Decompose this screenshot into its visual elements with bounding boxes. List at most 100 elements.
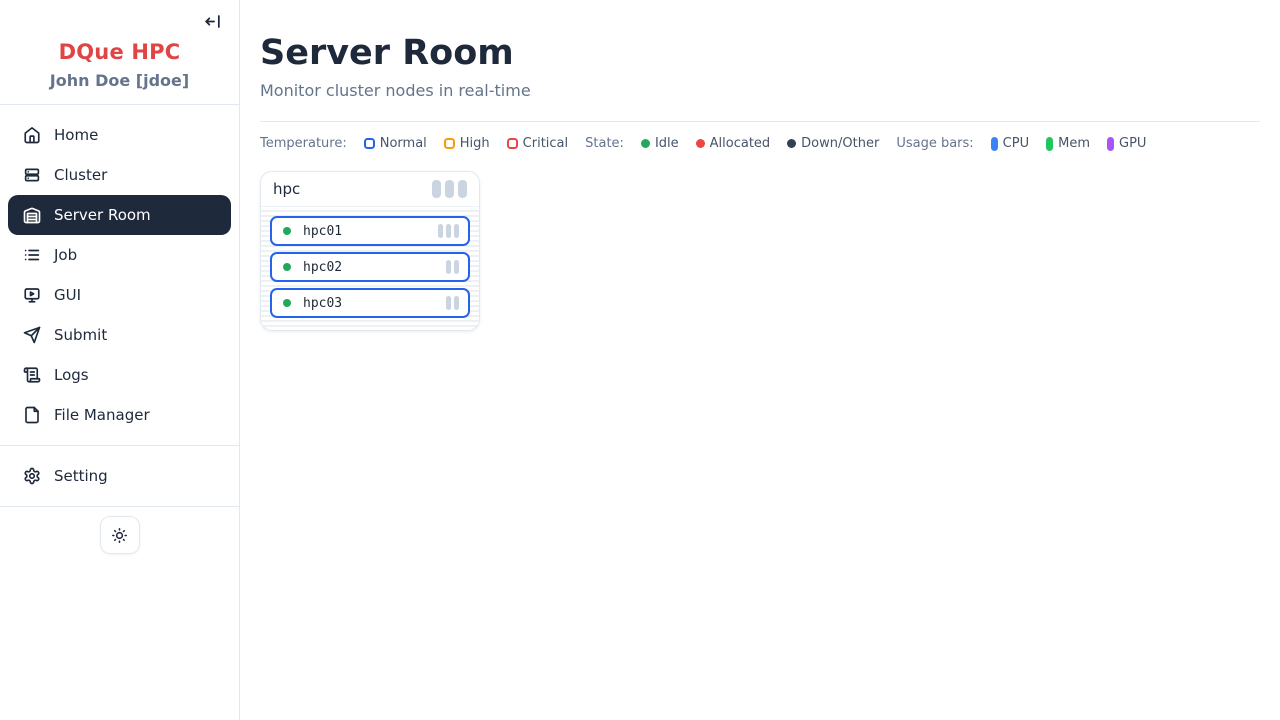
legend-item-label: Normal	[379, 136, 427, 151]
theme-toggle-row	[0, 507, 239, 554]
node-state-dot-icon	[283, 263, 291, 271]
sidebar-item-label: Setting	[54, 467, 108, 485]
usage-cpu-pill-icon	[990, 136, 998, 151]
node-name: hpc01	[303, 223, 343, 239]
sidebar-item-label: Submit	[54, 326, 108, 344]
node-state-dot-icon	[283, 299, 291, 307]
usage-bar	[454, 224, 459, 238]
temp-critical-swatch-icon	[506, 138, 518, 149]
temp-normal-swatch-icon	[363, 138, 375, 149]
node-name: hpc03	[303, 295, 343, 311]
usage-bar	[458, 180, 467, 198]
usage-bar	[446, 224, 451, 238]
sidebar-item-label: Home	[54, 126, 99, 144]
node-usage-bars	[446, 260, 459, 274]
sidebar-item-label: Server Room	[54, 206, 151, 224]
sidebar-settings-section: Setting	[0, 446, 239, 506]
temp-high-swatch-icon	[443, 138, 455, 149]
paper-plane-icon	[23, 326, 41, 344]
monitor-play-icon	[23, 286, 41, 304]
node-state-dot-icon	[283, 227, 291, 235]
node-usage-bars	[438, 224, 459, 238]
sidebar-item-server-room[interactable]: Server Room	[8, 195, 231, 235]
app-title: DQue HPC	[58, 40, 181, 64]
usage-bar	[438, 224, 443, 238]
legend-item: Idle	[640, 136, 679, 151]
legend-usage-label: Usage bars:	[896, 136, 974, 151]
sidebar-divider	[0, 506, 239, 507]
sidebar: DQue HPC John Doe [jdoe] Home Cluster	[0, 0, 240, 720]
sidebar-item-logs[interactable]: Logs	[8, 355, 231, 395]
legend-item-label: Mem	[1058, 136, 1090, 151]
page-title: Server Room	[260, 33, 514, 73]
legend-temperature-label: Temperature:	[260, 136, 347, 151]
sun-icon	[111, 527, 128, 544]
warehouse-icon	[23, 206, 41, 224]
legend-item-label: High	[459, 136, 490, 151]
usage-bar	[432, 180, 441, 198]
sidebar-item-home[interactable]: Home	[8, 115, 231, 155]
node-row-hpc01[interactable]: hpc01	[270, 216, 470, 246]
legend-item: Mem	[1046, 136, 1090, 151]
server-stack-icon	[23, 166, 41, 184]
legend-group-temperature: Temperature: Normal High Critical	[260, 136, 568, 151]
main-content: Server Room Monitor cluster nodes in rea…	[240, 0, 1280, 720]
state-idle-dot-icon	[640, 139, 650, 148]
file-icon	[23, 406, 41, 424]
sidebar-item-label: GUI	[54, 286, 82, 304]
sidebar-item-label: Logs	[54, 366, 89, 384]
legend-item: High	[443, 136, 490, 151]
collapse-sidebar-button[interactable]	[203, 10, 225, 32]
sidebar-item-setting[interactable]: Setting	[8, 456, 231, 496]
rack-card-header[interactable]: hpc	[261, 172, 479, 207]
sidebar-item-submit[interactable]: Submit	[8, 315, 231, 355]
sidebar-item-file-manager[interactable]: File Manager	[8, 395, 231, 435]
legend-item: Critical	[506, 136, 569, 151]
sidebar-divider	[0, 445, 239, 446]
sidebar-item-job[interactable]: Job	[8, 235, 231, 275]
rack-usage-bars	[432, 180, 467, 198]
legend-item: Normal	[363, 136, 427, 151]
legend-group-usage: Usage bars: CPU Mem GPU	[896, 136, 1146, 151]
header-divider	[260, 121, 1260, 122]
gear-icon	[23, 467, 41, 485]
list-icon	[23, 246, 41, 264]
rack-card-body: hpc01 hpc02 hpc03	[261, 207, 479, 330]
sidebar-item-gui[interactable]: GUI	[8, 275, 231, 315]
rack-name: hpc	[273, 180, 301, 198]
usage-gpu-pill-icon	[1107, 136, 1114, 151]
theme-toggle-button[interactable]	[99, 516, 140, 554]
node-name: hpc02	[303, 259, 343, 275]
arrow-left-to-line-icon	[203, 12, 225, 31]
legend-group-state: State: Idle Allocated Down/Other	[585, 136, 879, 151]
sidebar-nav: Home Cluster Server Room	[0, 105, 239, 445]
legend-bar: Temperature: Normal High Critical State:…	[260, 136, 1260, 151]
home-icon	[23, 126, 41, 144]
rack-card-hpc: hpc hpc01 hpc02 hpc03	[260, 171, 480, 331]
sidebar-item-cluster[interactable]: Cluster	[8, 155, 231, 195]
legend-item-label: GPU	[1119, 136, 1147, 151]
legend-item-label: CPU	[1002, 136, 1030, 151]
legend-state-label: State:	[585, 136, 624, 151]
legend-item-label: Critical	[522, 136, 569, 151]
sidebar-item-label: Job	[54, 246, 78, 264]
sidebar-item-label: File Manager	[54, 406, 150, 424]
legend-item-label: Down/Other	[801, 136, 880, 151]
current-user: John Doe [jdoe]	[49, 71, 190, 90]
state-down-dot-icon	[787, 139, 797, 148]
node-row-hpc03[interactable]: hpc03	[270, 288, 470, 318]
node-usage-bars	[446, 296, 459, 310]
legend-item-label: Idle	[654, 136, 679, 151]
scroll-icon	[23, 366, 41, 384]
page-subtitle: Monitor cluster nodes in real-time	[260, 81, 531, 100]
legend-item: GPU	[1107, 136, 1146, 151]
usage-bar	[454, 260, 459, 274]
node-row-hpc02[interactable]: hpc02	[270, 252, 470, 282]
usage-bar	[446, 296, 451, 310]
legend-item: Down/Other	[787, 136, 879, 151]
usage-bar	[446, 260, 451, 274]
usage-bar	[454, 296, 459, 310]
legend-item: CPU	[990, 136, 1030, 151]
brand-block: DQue HPC John Doe [jdoe]	[0, 0, 239, 105]
state-allocated-dot-icon	[695, 139, 705, 148]
